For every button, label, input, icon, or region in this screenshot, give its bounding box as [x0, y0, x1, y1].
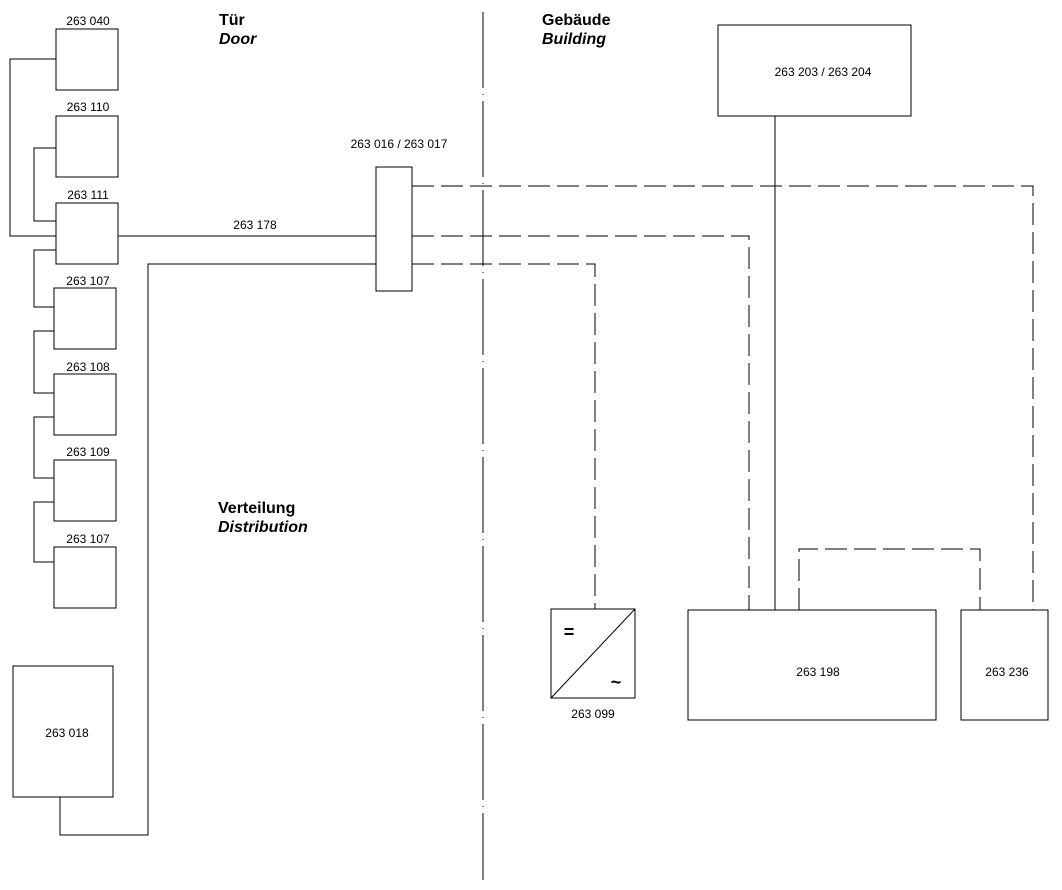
module-263108-box — [53, 373, 117, 436]
bus-wire-chain — [33, 249, 56, 563]
module-263040-box — [55, 28, 119, 91]
door-heading-en: Door — [219, 31, 257, 48]
building-heading: Gebäude Building — [542, 11, 610, 49]
converter-diagonal — [550, 608, 636, 699]
label-263110: 263 110 — [67, 100, 110, 114]
bus-wire-040 — [9, 58, 56, 237]
distribution-heading: Verteilung Distribution — [218, 499, 308, 537]
distribution-heading-de: Verteilung — [218, 500, 296, 517]
label-263178: 263 178 — [233, 218, 277, 232]
module-263107b-box — [53, 546, 117, 609]
dc-symbol: = — [564, 622, 575, 642]
label-263107b: 263 107 — [66, 532, 110, 546]
module-263111-box — [55, 202, 119, 265]
door-heading: Tür Door — [219, 11, 256, 49]
module-263236-box — [960, 609, 1049, 721]
label-263016: 263 016 / 263 017 — [351, 137, 448, 151]
label-263109: 263 109 — [66, 445, 110, 459]
building-heading-en: Building — [542, 31, 606, 48]
dashed-wire-top — [412, 185, 1034, 610]
module-263203-box — [717, 24, 912, 117]
dashed-wire-middle — [412, 235, 750, 610]
label-263236: 263 236 — [985, 665, 1029, 679]
label-263198: 263 198 — [796, 665, 840, 679]
module-263109-box — [53, 459, 117, 522]
module-263107a-box — [53, 287, 117, 350]
label-263107a: 263 107 — [66, 274, 110, 288]
module-263099-box — [550, 608, 636, 699]
label-263099: 263 099 — [571, 707, 615, 721]
label-263108: 263 108 — [66, 360, 110, 374]
dashed-wire-lower — [412, 263, 596, 609]
label-263111: 263 111 — [67, 188, 109, 202]
module-263018-box — [12, 665, 114, 798]
dashed-wire-198-236 — [798, 548, 981, 610]
bus-wire-110 — [33, 147, 56, 222]
module-263110-box — [55, 115, 119, 178]
label-263040: 263 040 — [66, 14, 110, 28]
building-heading-de: Gebäude — [542, 12, 611, 29]
ac-symbol: ~ — [611, 672, 622, 692]
module-263016-box — [375, 166, 413, 292]
bus-wire-018 — [59, 263, 376, 836]
distribution-heading-en: Distribution — [218, 519, 308, 536]
label-263203: 263 203 / 263 204 — [775, 65, 872, 79]
module-263198-box — [687, 609, 937, 721]
label-263018: 263 018 — [45, 726, 89, 740]
door-heading-de: Tür — [219, 12, 245, 29]
